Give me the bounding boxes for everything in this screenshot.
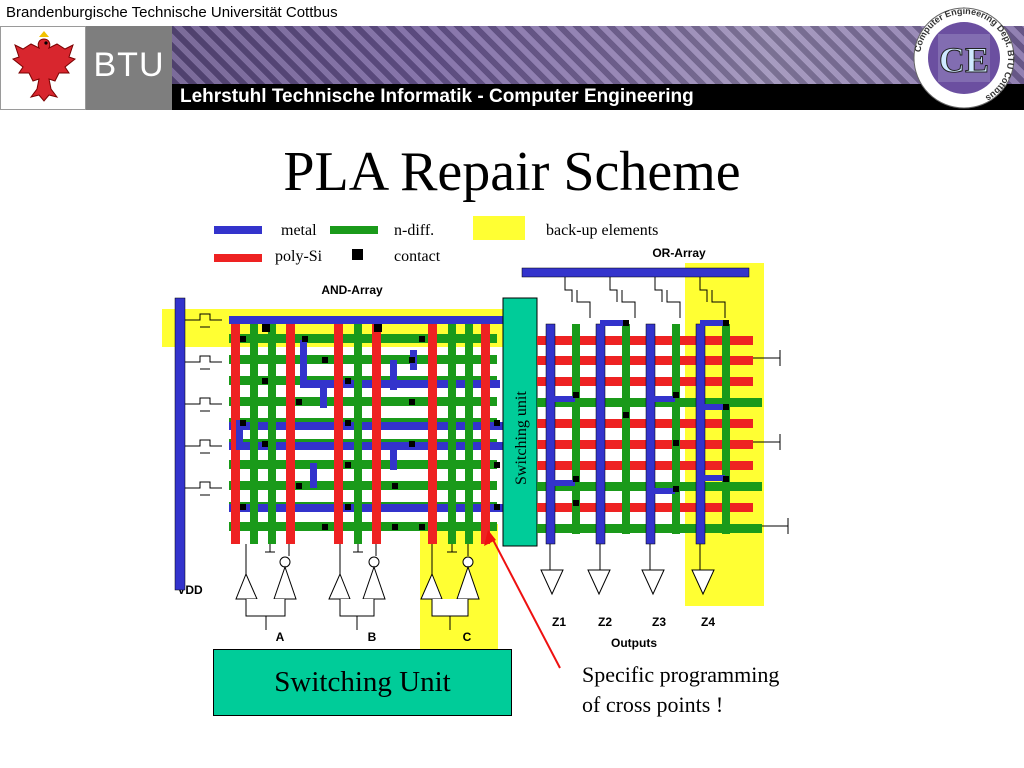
university-name: Brandenburgische Technische Universität … xyxy=(6,4,338,21)
or-ndiff-columns xyxy=(572,324,730,534)
switching-unit-vertical-label: Switching unit xyxy=(513,391,530,485)
ce-logo: CE Computer Engineering Dept. BTU Cottbu… xyxy=(908,4,1020,112)
or-metal-stubs xyxy=(550,320,725,494)
output-buffers xyxy=(540,544,715,596)
and-array-label: AND-Array xyxy=(321,283,383,297)
or-grounds xyxy=(753,350,789,534)
legend-metal-label: metal xyxy=(281,222,317,239)
legend-contact-label: contact xyxy=(394,248,441,265)
legend-polysi-label: poly-Si xyxy=(275,248,323,265)
legend-polysi-swatch xyxy=(214,254,262,262)
callout-arrowhead xyxy=(484,530,496,546)
input-a: A xyxy=(276,630,285,644)
vdd-rail xyxy=(174,297,186,591)
chip-pattern-banner xyxy=(172,26,1024,84)
legend-backup-swatch xyxy=(473,216,525,240)
chair-bar xyxy=(172,84,1024,110)
btu-logo-box xyxy=(86,26,172,110)
input-c: C xyxy=(463,630,472,644)
legend-metal-swatch xyxy=(214,226,262,234)
outputs-label: Outputs xyxy=(611,636,657,650)
legend: metal n-diff. back-up elements poly-Si c… xyxy=(214,216,658,265)
eagle-crest-icon xyxy=(0,26,86,110)
output-z1: Z1 xyxy=(552,615,566,629)
and-grounds xyxy=(265,544,457,553)
and-columns xyxy=(231,324,490,544)
callout-arrow xyxy=(489,533,561,669)
or-pullups xyxy=(564,277,726,318)
ce-logo-text: CE xyxy=(939,40,989,80)
input-b: B xyxy=(368,630,377,644)
callout-line-1: Specific programming xyxy=(582,662,780,687)
and-pullups xyxy=(185,313,222,496)
output-z4: Z4 xyxy=(701,615,715,629)
input-buffers xyxy=(235,544,480,630)
callout-text: Specific programming of cross points ! xyxy=(582,660,822,720)
legend-ndiff-swatch xyxy=(330,226,378,234)
or-array-label: OR-Array xyxy=(652,246,706,260)
or-top-rail xyxy=(521,267,750,278)
switching-unit-box: Switching Unit xyxy=(213,649,512,716)
and-contacts xyxy=(240,324,500,530)
output-z2: Z2 xyxy=(598,615,612,629)
chair-name: Lehrstuhl Technische Informatik - Comput… xyxy=(180,86,694,107)
legend-ndiff-label: n-diff. xyxy=(394,222,434,239)
btu-logo: BTU xyxy=(93,46,165,84)
output-z3: Z3 xyxy=(652,615,666,629)
callout-line-2: of cross points ! xyxy=(582,692,724,717)
or-poly-rows xyxy=(537,336,753,512)
legend-contact-swatch xyxy=(352,249,363,260)
or-contacts xyxy=(573,320,729,506)
slide-title: PLA Repair Scheme xyxy=(283,141,741,203)
header-banner xyxy=(172,26,1024,84)
and-metal-rows xyxy=(229,316,507,512)
legend-backup-label: back-up elements xyxy=(546,222,658,239)
